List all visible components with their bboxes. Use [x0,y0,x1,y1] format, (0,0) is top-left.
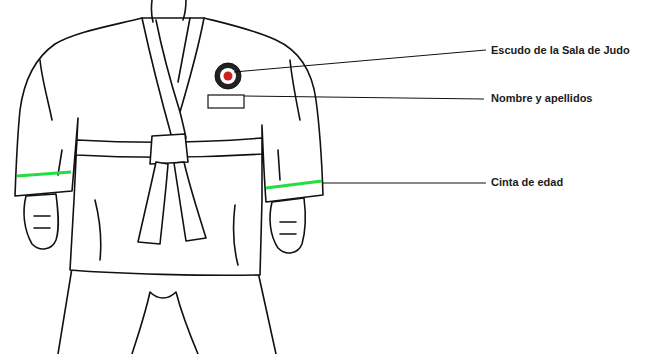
leader-line [322,183,486,184]
left-fist [24,194,58,249]
age-stripe [17,172,71,176]
belt-knot [150,134,188,164]
pants-outline [58,268,276,354]
belt-tails [138,162,206,244]
right-fist [270,198,305,253]
emblem-center [224,72,233,81]
jacket-outline [15,18,323,275]
emblem-ring [215,63,241,89]
leader-line [234,50,486,72]
leader-line [244,96,484,99]
callout-label: Escudo de la Sala de Judo [491,44,630,57]
callout-label: Cinta de edad [491,176,563,189]
callout-label: Nombre y apellidos [491,92,592,105]
lapel-lines [142,18,204,138]
emblem-inner [220,68,236,84]
fold-lines [40,60,300,265]
club-emblem [215,63,241,89]
age-stripe [266,181,322,188]
name-tag [208,95,244,108]
neck [151,0,186,22]
